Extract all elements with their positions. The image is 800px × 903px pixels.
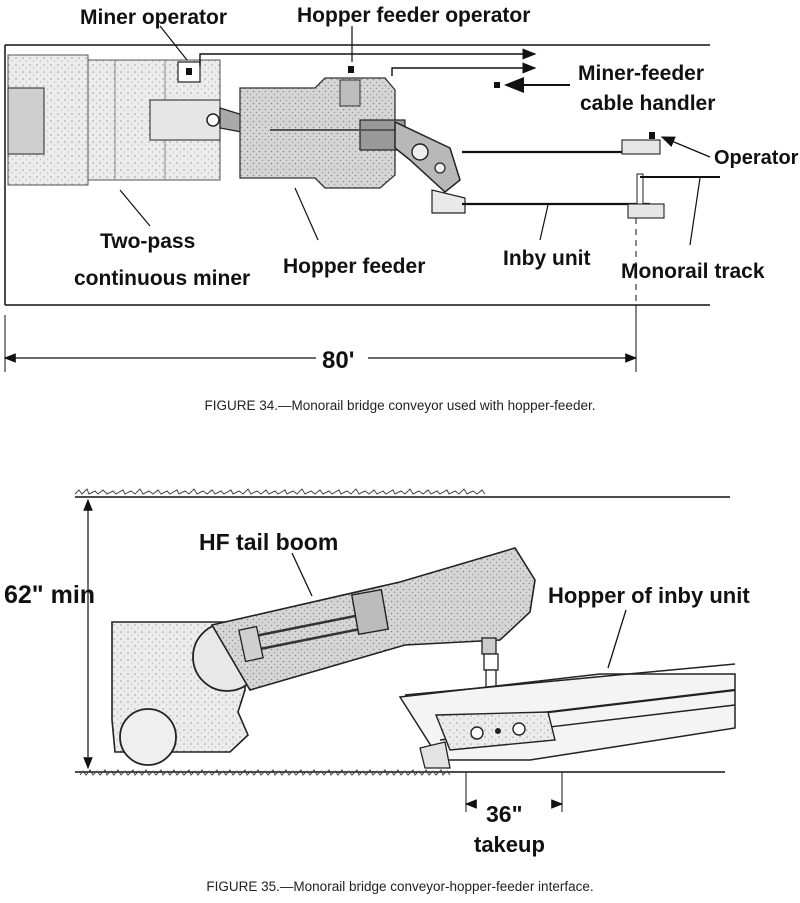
label-hopper-feeder: Hopper feeder — [283, 255, 425, 278]
label-two-pass-line2: continuous miner — [74, 267, 250, 290]
feeder-operator-path-arrow — [391, 62, 537, 76]
continuous-miner-shape — [7, 54, 221, 186]
inby-unit-hopper — [431, 189, 466, 214]
label-hopper-of-inby-unit: Hopper of inby unit — [548, 583, 750, 608]
caption-figure-34: FIGURE 34.—Monorail bridge conveyor used… — [205, 398, 596, 413]
label-cable-handler-line1: Miner-feeder — [578, 62, 704, 85]
label-operator: Operator — [714, 147, 799, 169]
label-miner-operator: Miner operator — [80, 6, 227, 29]
caption-figure-35: FIGURE 35.—Monorail bridge conveyor-hopp… — [206, 879, 593, 894]
label-monorail-track: Monorail track — [621, 260, 765, 283]
figure-34: Miner operator Hopper feeder operator Mi… — [3, 4, 799, 413]
label-cable-handler-line2: cable handler — [580, 92, 715, 115]
label-hf-tail-boom: HF tail boom — [199, 529, 338, 555]
label-inby-unit: Inby unit — [503, 247, 591, 270]
label-takeup-36: 36" — [486, 801, 523, 827]
cable-handler-marker — [494, 82, 500, 88]
operator-marker — [649, 132, 655, 139]
dimension-80ft: 80' — [322, 347, 354, 374]
feeder-tail-articulation — [394, 120, 461, 193]
label-takeup: takeup — [474, 832, 545, 857]
hopper-feeder-shape — [239, 66, 406, 189]
label-height-62-min: 62" min — [4, 581, 95, 609]
miner-operator-path-arrow — [199, 48, 537, 66]
label-two-pass-line1: Two-pass — [100, 230, 195, 253]
figure-35: HF tail boom Hopper of inby unit 62" min… — [4, 488, 750, 894]
label-hopper-feeder-operator: Hopper feeder operator — [297, 4, 530, 27]
inby-unit-skid — [419, 741, 451, 769]
hopper-feeder-operator-marker — [348, 66, 354, 73]
feeder-wheel — [119, 708, 177, 766]
